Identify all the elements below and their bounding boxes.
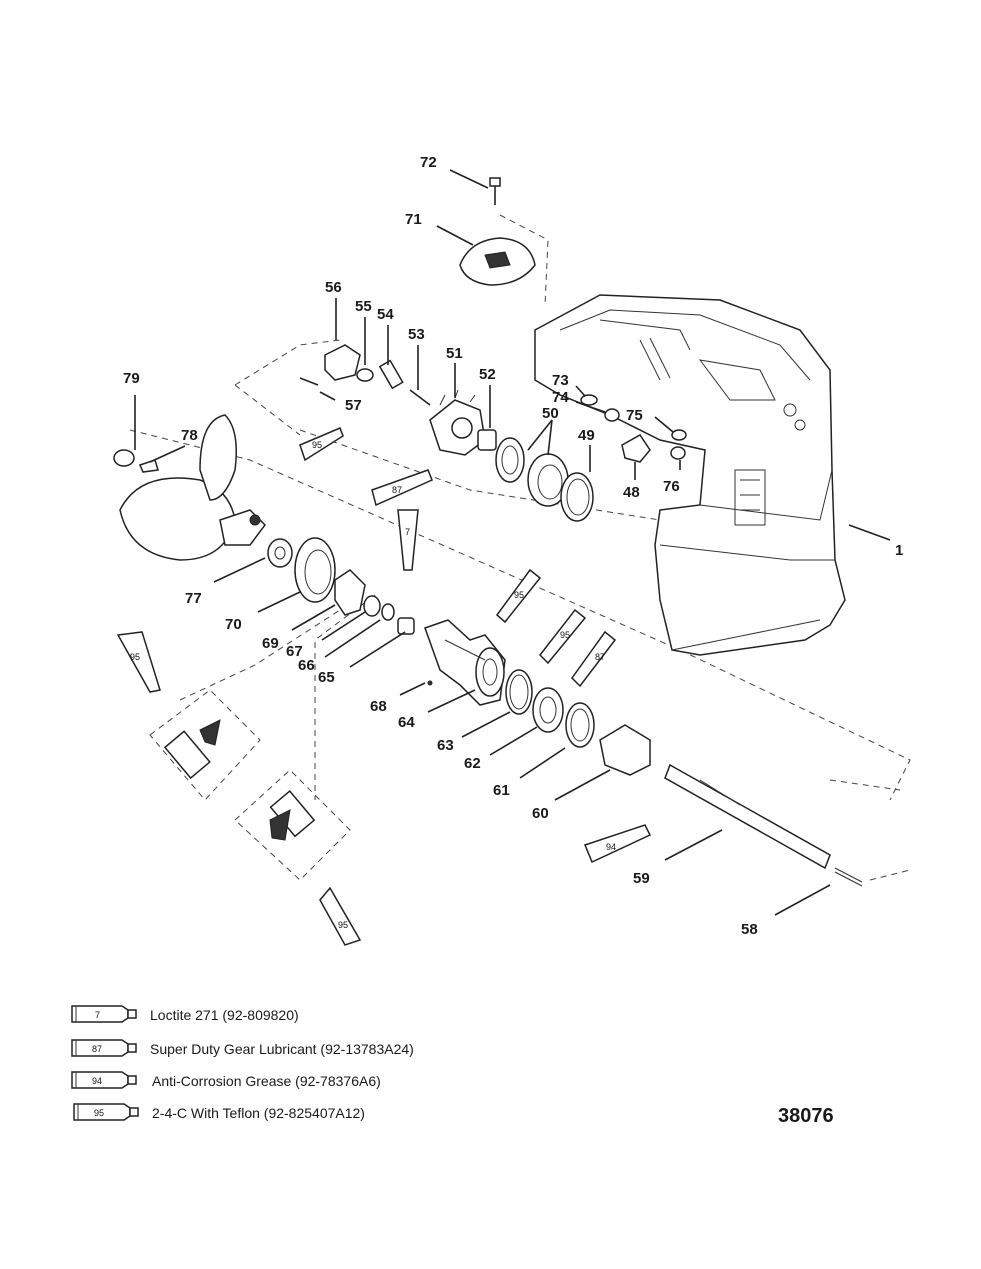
tube-label-95e: 95 [338,920,348,930]
callout-67: 67 [286,643,303,660]
tube-label-87a: 87 [392,485,402,495]
lube-tube-87b: 87 [571,630,617,688]
callout-63: 63 [437,737,454,754]
callout-51: 51 [446,345,463,362]
lube-tube-95e: 95 [319,886,362,946]
propeller [119,414,266,561]
propeller-nut-parts [113,449,159,473]
lube-tube-95a: 95 [299,427,344,462]
callout-54: 54 [377,306,394,323]
callout-60: 60 [532,805,549,822]
reverse-gear-parts [334,569,415,635]
callout-74: 74 [552,389,569,406]
callout-62: 62 [464,755,481,772]
tube-label-87b: 87 [595,652,605,662]
legend-code-95: 95 [94,1108,104,1118]
propeller-shaft [664,763,863,887]
pinion-gear [429,389,486,456]
tube-label-95c: 95 [560,630,570,640]
shift-subassembly-1 [149,689,261,801]
legend-row-87: 87 Super Duty Gear Lubricant (92-13783A2… [71,1039,414,1057]
callout-58: 58 [741,921,758,938]
legend-code-7: 7 [95,1010,100,1020]
lube-tube-95c: 95 [539,608,587,665]
callout-79: 79 [123,370,140,387]
o-ring-49 [560,472,594,522]
callout-64: 64 [398,714,415,731]
water-pump-cover [459,237,536,286]
callout-53: 53 [408,326,425,343]
roller-bearing-52 [477,429,497,451]
callout-57: 57 [345,397,362,414]
callout-65: 65 [318,669,335,686]
lube-tube-7: 7 [397,509,419,571]
legend-text-87: Super Duty Gear Lubricant (92-13783A24) [150,1041,414,1057]
carrier-seals [505,669,651,776]
callout-48: 48 [623,484,640,501]
small-parts-73-76 [580,394,687,463]
bearing-carrier [424,619,506,706]
cover-screw [489,177,501,205]
legend-code-94: 94 [92,1076,102,1086]
lubricant-legend: 7 Loctite 271 (92-809820) 87 Super Duty … [71,1005,414,1121]
legend-row-94: 94 Anti-Corrosion Grease (92-78376A6) [71,1071,381,1089]
callout-61: 61 [493,782,510,799]
callout-78: 78 [181,427,198,444]
lube-tube-95b: 95 [495,568,542,624]
callout-50: 50 [542,405,559,422]
lube-tube-95d: 95 [116,631,161,693]
tube-label-95a: 95 [312,440,322,450]
legend-text-94: Anti-Corrosion Grease (92-78376A6) [152,1073,381,1089]
legend-row-7: 7 Loctite 271 (92-809820) [71,1005,299,1023]
lube-tube-94: 94 [584,824,652,864]
callout-70: 70 [225,616,242,633]
callout-69: 69 [262,635,279,652]
legend-row-95: 95 2-4-C With Teflon (92-825407A12) [73,1103,365,1121]
callout-56: 56 [325,279,342,296]
shift-subassembly-2 [234,769,351,881]
leader-lines [134,169,891,916]
callout-1: 1 [895,542,903,559]
callout-55: 55 [355,298,372,315]
legend-text-95: 2-4-C With Teflon (92-825407A12) [152,1105,365,1121]
figure-number: 38076 [778,1105,834,1127]
callout-75: 75 [626,407,643,424]
tube-label-95d: 95 [130,652,140,662]
shift-parts-upper [299,344,431,406]
callout-52: 52 [479,366,496,383]
tapered-bearing-50 [495,437,569,507]
callout-77: 77 [185,590,202,607]
legend-text-7: Loctite 271 (92-809820) [150,1007,299,1023]
callout-73: 73 [552,372,569,389]
callout-71: 71 [405,211,422,228]
tube-label-94: 94 [606,842,616,852]
legend-code-87: 87 [92,1044,102,1054]
callout-labels: 72 71 56 55 54 53 51 52 73 74 50 49 75 4… [123,154,903,938]
callout-66: 66 [298,657,315,674]
callout-68: 68 [370,698,387,715]
lube-tube-87a: 87 [371,469,433,507]
callout-59: 59 [633,870,650,887]
callout-72: 72 [420,154,437,171]
tube-label-95b: 95 [514,590,524,600]
callout-49: 49 [578,427,595,444]
gear-housing [534,294,846,656]
tube-label-7: 7 [405,527,410,537]
callout-76: 76 [663,478,680,495]
thrust-hub-parts [267,537,336,603]
